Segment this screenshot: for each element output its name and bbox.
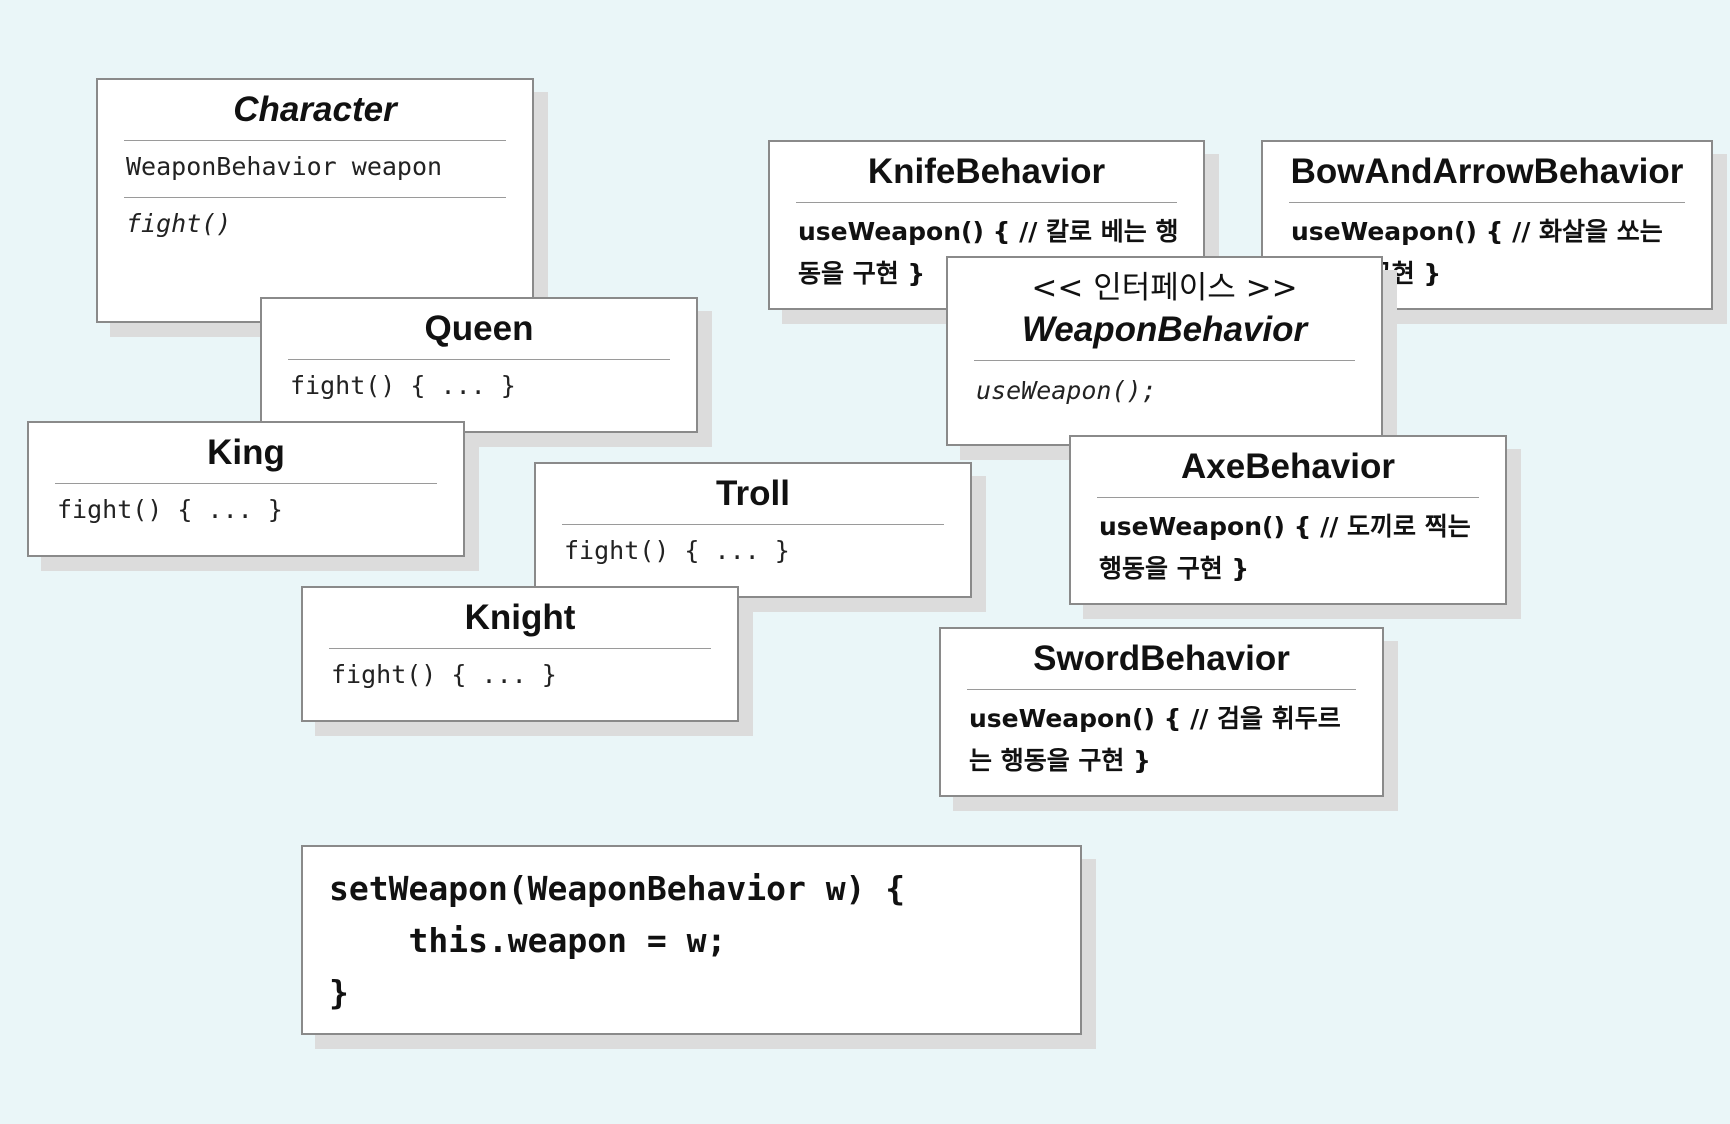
interface-name: WeaponBehavior bbox=[1021, 310, 1308, 349]
class-method: fight() { ... } bbox=[564, 536, 790, 565]
class-method: fight() { ... } bbox=[57, 495, 283, 524]
class-name: SwordBehavior bbox=[1033, 639, 1290, 678]
class-method: fight() bbox=[126, 209, 232, 238]
sword-behavior-box: SwordBehavior useWeapon() { // 검을 휘두르는 행… bbox=[939, 627, 1384, 797]
class-name: KnifeBehavior bbox=[867, 152, 1106, 191]
class-method: fight() { ... } bbox=[290, 371, 516, 400]
troll-class-box: Troll fight() { ... } bbox=[534, 462, 972, 598]
divider bbox=[974, 360, 1355, 361]
divider bbox=[329, 648, 711, 649]
divider bbox=[124, 140, 506, 141]
interface-stereotype: << 인터페이스 >> bbox=[1031, 270, 1298, 306]
class-field: WeaponBehavior weapon bbox=[126, 152, 443, 181]
divider bbox=[288, 359, 670, 360]
character-class-box: Character WeaponBehavior weapon fight() bbox=[96, 78, 534, 323]
code-line-3: } bbox=[329, 973, 349, 1012]
queen-class-box: Queen fight() { ... } bbox=[260, 297, 698, 433]
divider bbox=[796, 202, 1177, 203]
set-weapon-code-box: setWeapon(WeaponBehavior w) { this.weapo… bbox=[301, 845, 1082, 1035]
divider bbox=[124, 197, 506, 198]
divider bbox=[562, 524, 944, 525]
class-name: Knight bbox=[464, 598, 576, 637]
divider bbox=[55, 483, 437, 484]
class-name: King bbox=[207, 433, 285, 472]
code-line-2: this.weapon = w; bbox=[329, 921, 727, 960]
class-name: Troll bbox=[716, 474, 790, 513]
class-name: AxeBehavior bbox=[1181, 447, 1395, 486]
divider bbox=[1289, 202, 1685, 203]
code-line-1: setWeapon(WeaponBehavior w) { bbox=[329, 869, 906, 908]
class-method: useWeapon() { // 검을 휘두르는 행동을 구현 } bbox=[969, 704, 1341, 775]
class-method: fight() { ... } bbox=[331, 660, 557, 689]
king-class-box: King fight() { ... } bbox=[27, 421, 465, 557]
class-method: useWeapon() { // 칼로 베는 행동을 구현 } bbox=[798, 217, 1179, 288]
interface-method: useWeapon(); bbox=[976, 376, 1157, 405]
class-name: Queen bbox=[424, 309, 534, 348]
divider bbox=[1097, 497, 1479, 498]
knight-class-box: Knight fight() { ... } bbox=[301, 586, 739, 722]
weapon-behavior-interface-box: << 인터페이스 >> WeaponBehavior useWeapon(); bbox=[946, 256, 1383, 446]
class-method: useWeapon() { // 도끼로 찍는 행동을 구현 } bbox=[1099, 512, 1471, 583]
axe-behavior-box: AxeBehavior useWeapon() { // 도끼로 찍는 행동을 … bbox=[1069, 435, 1507, 605]
divider bbox=[967, 689, 1356, 690]
bow-and-arrow-behavior-box: BowAndArrowBehavior useWeapon() { // 화살을… bbox=[1261, 140, 1713, 310]
class-name: BowAndArrowBehavior bbox=[1290, 152, 1684, 191]
class-name: Character bbox=[233, 90, 397, 129]
